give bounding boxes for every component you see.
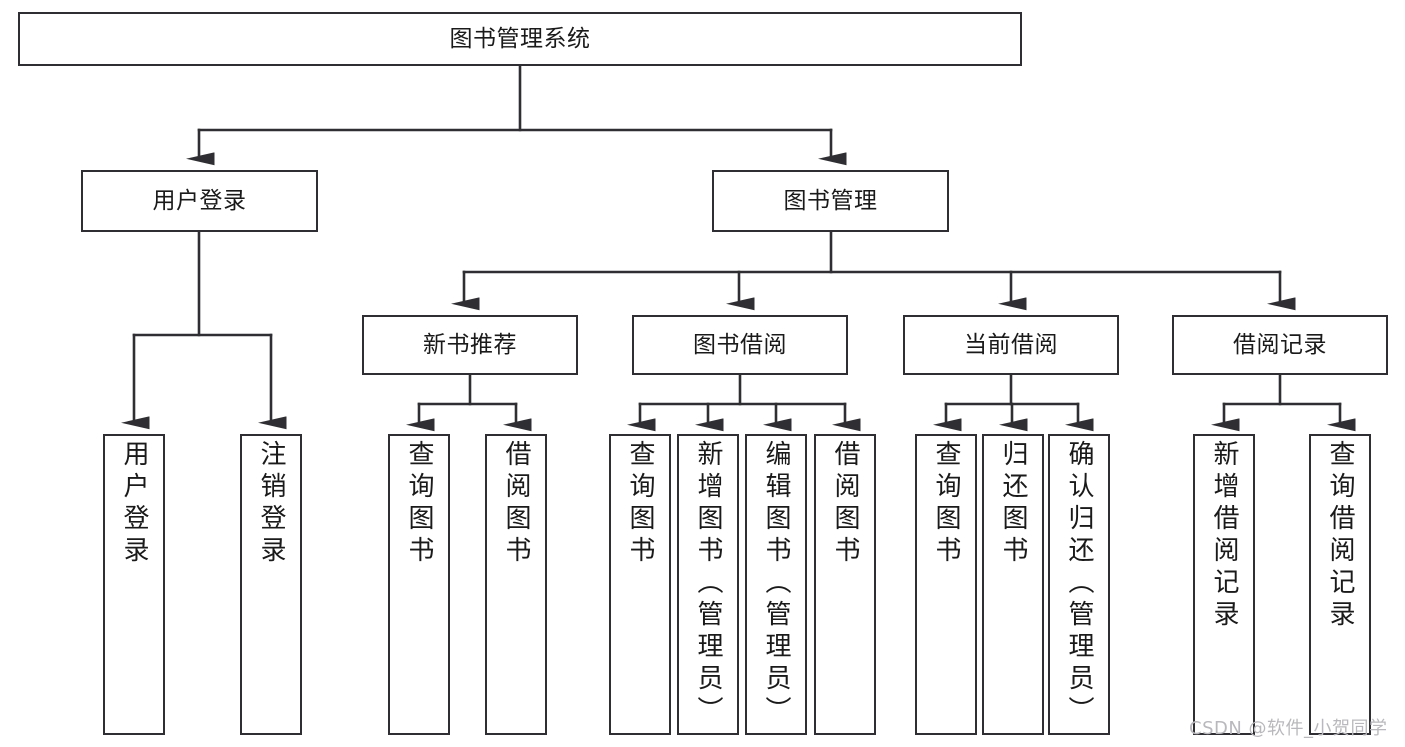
node-book-manage[interactable]: 图书管理 [712, 170, 949, 232]
node-label: 新增图书（管理员） [693, 440, 723, 728]
node-borrow-record[interactable]: 借阅记录 [1172, 315, 1388, 375]
leaf-borrow-book[interactable]: 借阅图书 [814, 434, 876, 735]
node-label: 注销登录 [256, 440, 286, 568]
node-book-borrow[interactable]: 图书借阅 [632, 315, 848, 375]
node-label: 确认归还（管理员） [1064, 440, 1094, 728]
leaf-query-borrow-record[interactable]: 查询借阅记录 [1309, 434, 1371, 735]
node-label: 归还图书 [998, 440, 1028, 568]
node-user-login[interactable]: 用户登录 [81, 170, 318, 232]
node-label: 查询图书 [404, 440, 434, 568]
node-label: 图书管理系统 [449, 25, 591, 52]
node-new-book-recommend[interactable]: 新书推荐 [362, 315, 578, 375]
node-label: 借阅记录 [1233, 331, 1327, 358]
node-label: 编辑图书（管理员） [761, 440, 791, 728]
leaf-user-login[interactable]: 用户登录 [103, 434, 165, 735]
node-label: 图书管理 [783, 187, 878, 214]
node-label: 新书推荐 [423, 331, 517, 358]
node-label: 借阅图书 [830, 440, 860, 568]
leaf-borrow-book-new-recommend[interactable]: 借阅图书 [485, 434, 547, 735]
node-current-borrow[interactable]: 当前借阅 [903, 315, 1119, 375]
node-label: 新增借阅记录 [1209, 440, 1239, 632]
node-label: 借阅图书 [501, 440, 531, 568]
leaf-query-book-new-recommend[interactable]: 查询图书 [388, 434, 450, 735]
node-label: 查询图书 [625, 440, 655, 568]
node-label: 当前借阅 [964, 331, 1058, 358]
leaf-return-book[interactable]: 归还图书 [982, 434, 1044, 735]
node-label: 用户登录 [152, 187, 247, 214]
node-label: 查询图书 [931, 440, 961, 568]
leaf-query-book-current[interactable]: 查询图书 [915, 434, 977, 735]
leaf-logout-login[interactable]: 注销登录 [240, 434, 302, 735]
leaf-add-borrow-record[interactable]: 新增借阅记录 [1193, 434, 1255, 735]
leaf-add-book[interactable]: 新增图书（管理员） [677, 434, 739, 735]
node-label: 图书借阅 [693, 331, 787, 358]
node-root-system[interactable]: 图书管理系统 [18, 12, 1022, 66]
leaf-query-book-borrow[interactable]: 查询图书 [609, 434, 671, 735]
leaf-confirm-return[interactable]: 确认归还（管理员） [1048, 434, 1110, 735]
leaf-edit-book[interactable]: 编辑图书（管理员） [745, 434, 807, 735]
node-label: 查询借阅记录 [1325, 440, 1355, 632]
node-label: 用户登录 [119, 440, 149, 568]
